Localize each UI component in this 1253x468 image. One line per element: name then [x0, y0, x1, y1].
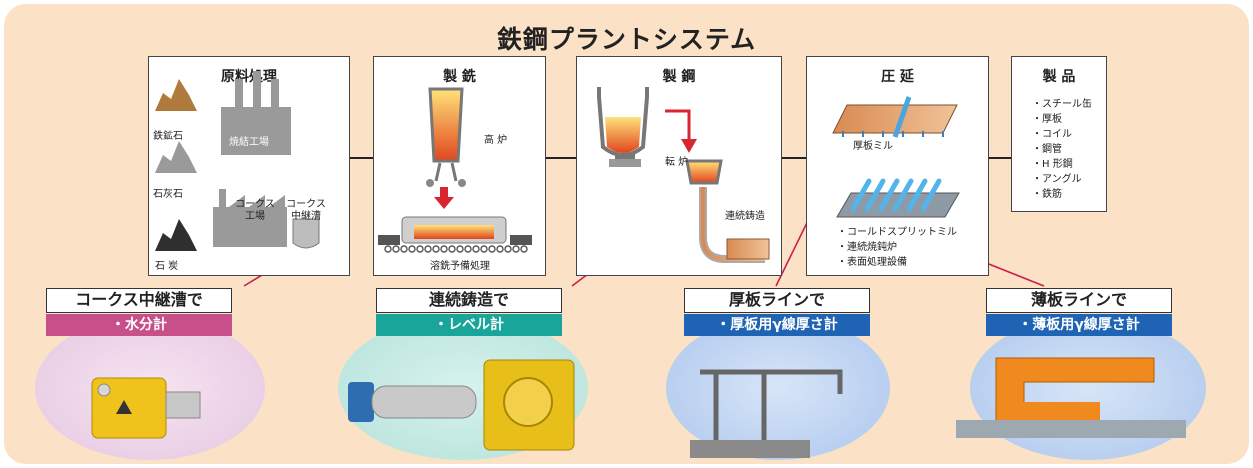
rolling-title: 圧 延: [881, 69, 914, 85]
sheet-line-callout: 薄板ラインで ・薄板用γ線厚さ計: [986, 288, 1172, 336]
plate-mill-label: 厚板ミル: [853, 141, 893, 152]
callout-header: コークス中継漕で: [46, 288, 232, 313]
product-item: ・コイル: [1032, 129, 1072, 140]
level-meter-device-icon: [348, 359, 575, 451]
moisture-meter-device-icon: [91, 377, 201, 439]
products-box: 製 品 ・スチール缶 ・厚板 ・コイル ・鋼管 ・H 形鋼 ・アングル ・鉄筋: [1011, 56, 1107, 212]
plate-mill-icon: [832, 96, 958, 138]
product-item: ・厚板: [1032, 114, 1062, 125]
blast-furnace-icon: [426, 87, 466, 187]
rolling-item-1: ・コールドスプリットミル: [837, 227, 957, 238]
thick-plate-gauge-icon: [690, 369, 843, 458]
thick-gauge-photo-oval: [666, 316, 890, 460]
product-item: ・アングル: [1032, 174, 1082, 185]
ironmaking-illustration: [378, 87, 532, 253]
thick-gauge-badge: ・厚板用γ線厚さ計: [684, 314, 870, 336]
down-arrow-icon: [434, 187, 454, 209]
limestone-label: 石灰石: [153, 189, 183, 200]
raw-materials-illustration: [155, 71, 320, 251]
thin-sheet-gauge-icon: [956, 357, 1186, 438]
callout-header: 厚板ラインで: [684, 288, 870, 313]
products-title: 製 品: [1042, 69, 1076, 85]
coke-plant-label-2: 工場: [245, 211, 265, 222]
coke-bin-label-2: 中継漕: [291, 211, 321, 222]
red-arrow-icon: [665, 109, 697, 153]
coal-label: 石 炭: [155, 261, 179, 272]
steelmaking-box: 製 鋼 転 炉 連続鋳造: [576, 56, 782, 276]
moisture-meter-badge: ・水分計: [46, 314, 232, 336]
cold-mill-icon: [836, 178, 960, 218]
converter-icon: [597, 87, 649, 167]
rolling-box: 圧 延 厚板ミル ・コールドスプリットミル ・連続焼鈍炉 ・表面処理設備: [806, 56, 989, 276]
ironmaking-box: 製 銑 高 炉 溶銑予備処理: [373, 56, 546, 276]
coke-bin-icon: [292, 218, 320, 249]
limestone-pile-icon: [155, 141, 197, 173]
product-item: ・H 形鋼: [1032, 159, 1073, 170]
coke-bin-label-1: コークス: [286, 199, 326, 210]
raw-materials-box: 原料処理 鉄鉱石 石灰石 石 炭 焼結工場 コークス 工場 コークス 中継漕: [148, 56, 350, 276]
coke-plant-icon: [213, 189, 287, 247]
rolling-item-3: ・表面処理設備: [837, 257, 907, 268]
torpedo-car-icon: [378, 216, 532, 253]
coal-pile-icon: [155, 219, 197, 251]
plate-line-callout: 厚板ラインで ・厚板用γ線厚さ計: [684, 288, 870, 336]
converter-label: 転 炉: [665, 157, 689, 168]
coke-bin-callout: コークス中継漕で ・水分計: [46, 288, 232, 336]
callout-header: 薄板ラインで: [986, 288, 1172, 313]
sinter-plant-icon: [221, 71, 291, 155]
iron-ore-pile-icon: [155, 79, 197, 111]
product-item: ・鉄筋: [1032, 189, 1062, 200]
sinter-plant-label: 焼結工場: [229, 137, 269, 148]
diagram-title: 鉄鋼プラントシステム: [496, 25, 757, 54]
ironmaking-title: 製 銑: [443, 69, 476, 85]
callout-header: 連続鋳造で: [376, 288, 562, 313]
iron-ore-label: 鉄鉱石: [153, 131, 183, 142]
continuous-caster-icon: [699, 187, 770, 263]
continuous-casting-callout: 連続鋳造で ・レベル計: [376, 288, 562, 336]
continuous-casting-label: 連続鋳造: [725, 211, 765, 222]
product-item: ・鋼管: [1032, 144, 1062, 155]
level-meter-badge: ・レベル計: [376, 314, 562, 336]
thin-gauge-badge: ・薄板用γ線厚さ計: [986, 314, 1172, 336]
blast-furnace-label: 高 炉: [484, 135, 508, 146]
steelmaking-illustration: [597, 87, 770, 263]
coke-plant-label-1: コークス: [235, 199, 275, 210]
hot-metal-pretreatment-label: 溶銑予備処理: [430, 261, 490, 272]
product-item: ・スチール缶: [1032, 99, 1092, 110]
rolling-item-2: ・連続焼鈍炉: [837, 242, 897, 253]
tundish-icon: [685, 159, 723, 185]
rolling-illustration: [832, 96, 960, 218]
products-list: ・スチール缶 ・厚板 ・コイル ・鋼管 ・H 形鋼 ・アングル ・鉄筋: [1032, 97, 1092, 202]
steelmaking-title: 製 鋼: [662, 69, 696, 85]
